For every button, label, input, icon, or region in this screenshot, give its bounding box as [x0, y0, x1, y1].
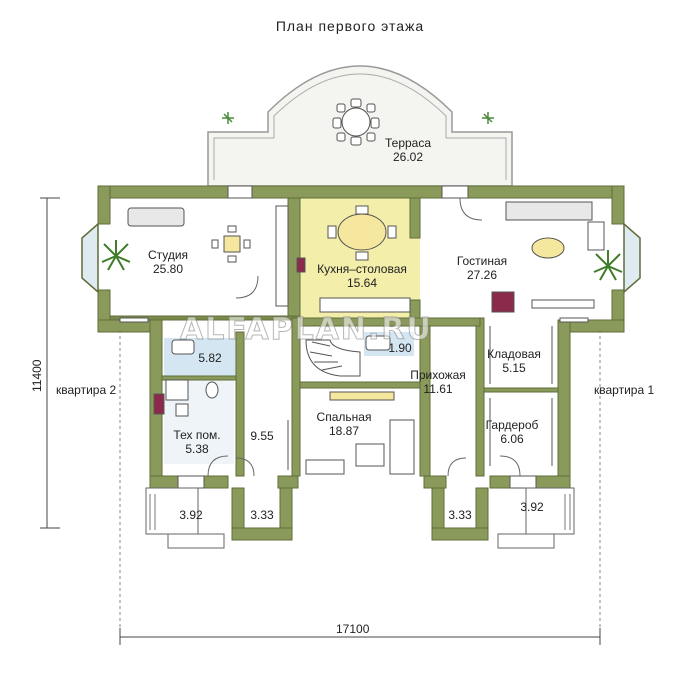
- kitchen-counter: [275, 205, 411, 313]
- terrace: [207, 65, 513, 187]
- watermark: ALFAPLAN.RU: [180, 312, 433, 348]
- windows: [119, 185, 589, 489]
- room-label: 3.33: [448, 508, 472, 522]
- room-label: 3.92: [179, 508, 203, 522]
- room-label: 1.90: [388, 341, 412, 355]
- room-label: 5.82: [198, 351, 222, 365]
- walls: [97, 185, 625, 541]
- plant-left: [101, 240, 131, 271]
- neighbor-right-label: квартира 1: [594, 383, 655, 397]
- staircase: [305, 339, 361, 377]
- room-label: 9.55: [250, 429, 274, 443]
- living-furniture: [491, 201, 605, 313]
- height-dimension: 11400: [30, 359, 44, 392]
- dimension-lines: [40, 197, 601, 645]
- closet-rails: [287, 326, 553, 470]
- plan-title: План первого этажа: [275, 18, 425, 34]
- doors: [207, 197, 521, 477]
- width-dimension: 17100: [336, 622, 370, 636]
- porches: [145, 487, 575, 549]
- plant-right: [593, 250, 623, 281]
- neighbor-left-label: квартира 2: [56, 383, 117, 397]
- bathroom-fixtures: [153, 335, 391, 417]
- bedroom-furniture: [305, 391, 415, 475]
- room-label: Тех пом.5.38: [173, 428, 221, 456]
- room-label: 3.33: [250, 508, 274, 522]
- studio-furniture: [127, 207, 251, 263]
- room-label: 3.92: [520, 500, 544, 514]
- dining-table: [327, 205, 397, 261]
- bay-windows: [81, 222, 641, 294]
